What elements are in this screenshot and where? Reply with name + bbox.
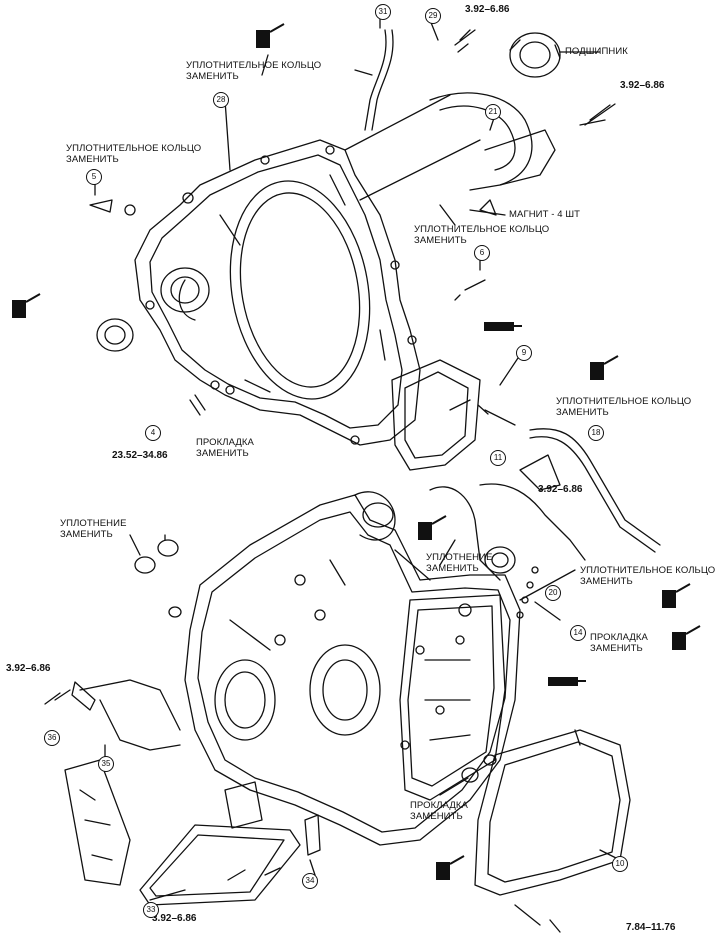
pipe-31 [364,29,387,131]
label-line: ЗАМЕНИТЬ [196,448,249,459]
seal-ring-replace-label-3: УПЛОТНИТЕЛЬНОЕ КОЛЬЦО ЗАМЕНИТЬ [414,224,549,246]
seal-replace-label-1: УПЛОТНЕНИЕ ЗАМЕНИТЬ [60,518,127,540]
label-line: ПРОКЛАДКА [196,437,254,448]
callout-11: 11 [490,450,506,466]
callout-36: 36 [44,730,60,746]
label-line: УПЛОТНИТЕЛЬНОЕ КОЛЬЦО [556,396,692,407]
callout-14: 14 [570,625,586,641]
label-line: ЗАМЕНИТЬ [66,154,119,165]
label-line: УПЛОТНЕНИЕ [426,552,493,563]
transmission-case [184,491,521,846]
sealant-tube-icon-2 [548,677,586,686]
wrench-icon-4 [418,515,447,540]
converter-housing [134,139,481,471]
label-line: ЗАМЕНИТЬ [414,235,467,246]
rear-cylinder [344,92,556,201]
pipe-lower [79,679,181,731]
callout-31: 31 [375,4,391,20]
wrench-icon-6 [672,625,701,650]
sealant-tube-icon-1 [484,322,522,331]
seal-ring-replace-label-4: УПЛОТНИТЕЛЬНОЕ КОЛЬЦО ЗАМЕНИТЬ [556,396,691,418]
label-line: ЗАМЕНИТЬ [580,576,633,587]
callout-33: 33 [143,902,159,918]
wrench-icon-3 [590,355,619,380]
callout-29: 29 [425,8,441,24]
oil-pan [474,729,631,896]
label-line: УПЛОТНИТЕЛЬНОЕ КОЛЬЦО [66,143,202,154]
pipe-18 [529,428,661,546]
seal-ring-replace-label-2: УПЛОТНИТЕЛЬНОЕ КОЛЬЦО ЗАМЕНИТЬ [66,143,201,165]
callout-5: 5 [86,169,102,185]
label-line: УПЛОТНИТЕЛЬНОЕ КОЛЬЦО [186,60,322,71]
callout-34: 34 [302,873,318,889]
gasket-replace-label-2: ПРОКЛАДКА ЗАМЕНИТЬ [590,632,648,654]
gasket-replace-label-3: ПРОКЛАДКА ЗАМЕНИТЬ [410,800,468,822]
pipe-20b [479,483,586,561]
callout-4: 4 [145,425,161,441]
wrench-icon-2 [12,293,41,318]
wrench-icon-1 [256,23,285,48]
strainer [139,781,301,906]
torque-value: 3.92–6.86 [465,4,510,15]
torque-value: 3.92–6.86 [620,80,665,91]
label-line: МАГНИТ - 4 ШТ [509,209,581,220]
label-line: УПЛОТНЕНИЕ [60,518,127,529]
label-line: ЗАМЕНИТЬ [410,811,463,822]
torque-value: 7.84–11.76 [626,922,676,933]
wrench-icon-5 [662,583,691,608]
callout-35: 35 [98,756,114,772]
wrench-icon-7 [436,855,465,880]
callout-28: 28 [213,92,229,108]
label-line: ПОДШИПНИК [565,46,628,57]
callout-6: 6 [474,245,490,261]
label-line: УПЛОТНИТЕЛЬНОЕ КОЛЬЦО [414,224,550,235]
label-line: ПРОКЛАДКА [590,632,648,643]
torque-value: 3.92–6.86 [6,663,51,674]
label-line: ЗАМЕНИТЬ [426,563,479,574]
gasket-replace-label-1: ПРОКЛАДКА ЗАМЕНИТЬ [196,437,254,459]
label-line: ЗАМЕНИТЬ [60,529,113,540]
torque-value: 23.52–34.86 [112,450,168,461]
label-line: ЗАМЕНИТЬ [590,643,643,654]
torque-value: 3.92–6.86 [538,484,583,495]
label-line: ПРОКЛАДКА [410,800,468,811]
seal-ring-replace-label-5: УПЛОТНИТЕЛЬНОЕ КОЛЬЦО ЗАМЕНИТЬ [580,565,715,587]
seal-ring-replace-label-1: УПЛОТНИТЕЛЬНОЕ КОЛЬЦО ЗАМЕНИТЬ [186,60,321,82]
label-line: УПЛОТНИТЕЛЬНОЕ КОЛЬЦО [580,565,716,576]
label-line: ЗАМЕНИТЬ [186,71,239,82]
label-line: ЗАМЕНИТЬ [556,407,609,418]
pipe-20a [429,486,501,581]
torque-value: 3.92–6.86 [152,913,197,924]
bearing-part [509,32,561,78]
seal-replace-label-2: УПЛОТНЕНИЕ ЗАМЕНИТЬ [426,552,493,574]
bracket-36 [64,759,131,886]
callout-10: 10 [612,856,628,872]
magnet-label: МАГНИТ - 4 ШТ [509,209,580,220]
callout-20: 20 [545,585,561,601]
bearing-label: ПОДШИПНИК [565,46,628,57]
callout-9: 9 [516,345,532,361]
callout-18: 18 [588,425,604,441]
callout-21: 21 [485,104,501,120]
